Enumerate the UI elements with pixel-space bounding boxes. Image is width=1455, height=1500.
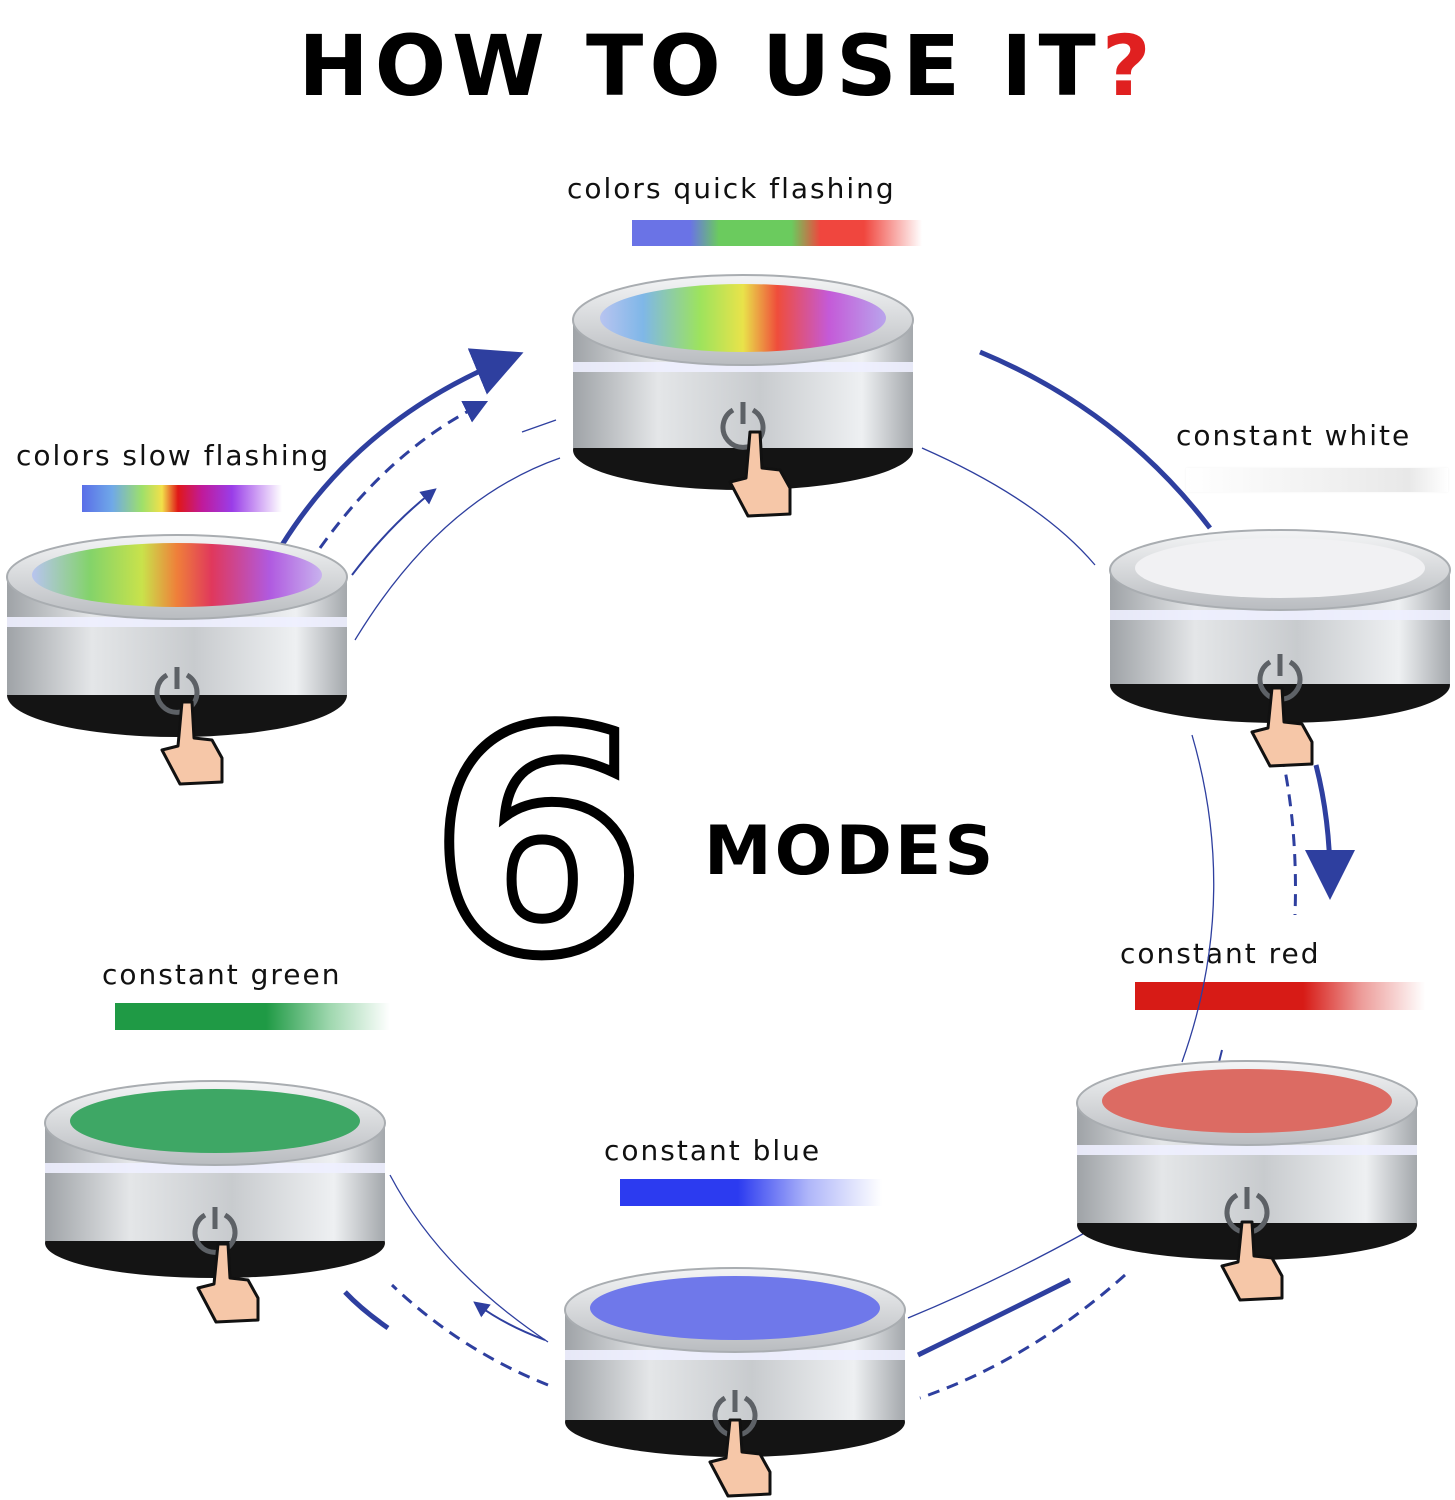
hand-icon [708,1418,772,1498]
dashed-arrow-red-to-blue [919,1273,1126,1400]
color-bar-white [1186,468,1448,492]
hand-icon [196,1242,260,1324]
light-panel-white [1135,538,1425,598]
cycle-thin-lines [354,419,1215,1343]
power-icon [720,402,766,450]
cycle-arrows [279,348,1355,1400]
number-six: 6 [425,664,651,1025]
question-mark: ? [1101,17,1157,115]
label-colors-slow-flashing: colors slow flashing [16,439,331,472]
light-base-blue [564,1267,906,1457]
arrow-red-to-blue [916,1277,1072,1358]
thin-arrow-blue-to-green [473,1301,546,1341]
arrow-blue-to-green [343,1290,390,1331]
hand-icon [1220,1220,1284,1302]
power-icon [192,1207,238,1255]
light-base-white [1109,529,1451,723]
label-constant-white: constant white [1176,419,1412,452]
label-constant-green: constant green [102,958,342,991]
light-panel-red [1102,1069,1392,1133]
arrow-white-to-red [1304,764,1355,900]
arrow-quick-to-white [979,349,1212,530]
color-bar-slow-flashing [82,485,282,512]
page-title: HOW TO USE IT? [0,18,1455,114]
light-panel-blue [590,1276,880,1340]
dashed-arrow-slow-to-quick [318,400,489,549]
tick-near-red [1218,1049,1223,1063]
light-base-quick-flashing [572,274,914,490]
hand-icon [160,700,224,786]
dashed-arrow-blue-to-green [390,1283,549,1387]
color-bar-quick-flashing [632,220,922,246]
label-constant-blue: constant blue [604,1134,822,1167]
light-base-green [44,1080,386,1278]
light-panel-green [70,1089,360,1153]
light-base-slow-flashing [6,534,348,737]
hand-icon [728,430,792,518]
light-panel-rainbow [32,543,322,607]
color-bar-green [115,1003,390,1030]
label-constant-red: constant red [1120,937,1321,970]
pointing-hands [160,430,1314,1498]
label-colors-quick-flashing: colors quick flashing [567,172,896,205]
modes-label: MODES [704,812,997,891]
title-text: HOW TO USE IT [298,17,1102,115]
dashed-arrow-white-to-red [1280,754,1297,916]
arrow-slow-to-quick [279,348,524,547]
color-bar-blue [620,1179,882,1206]
light-panel-rainbow [600,284,886,352]
color-bar-red [1135,982,1425,1010]
power-icon [154,667,200,715]
hand-icon [1250,686,1314,768]
thin-arrow-slow-to-quick [351,488,437,576]
